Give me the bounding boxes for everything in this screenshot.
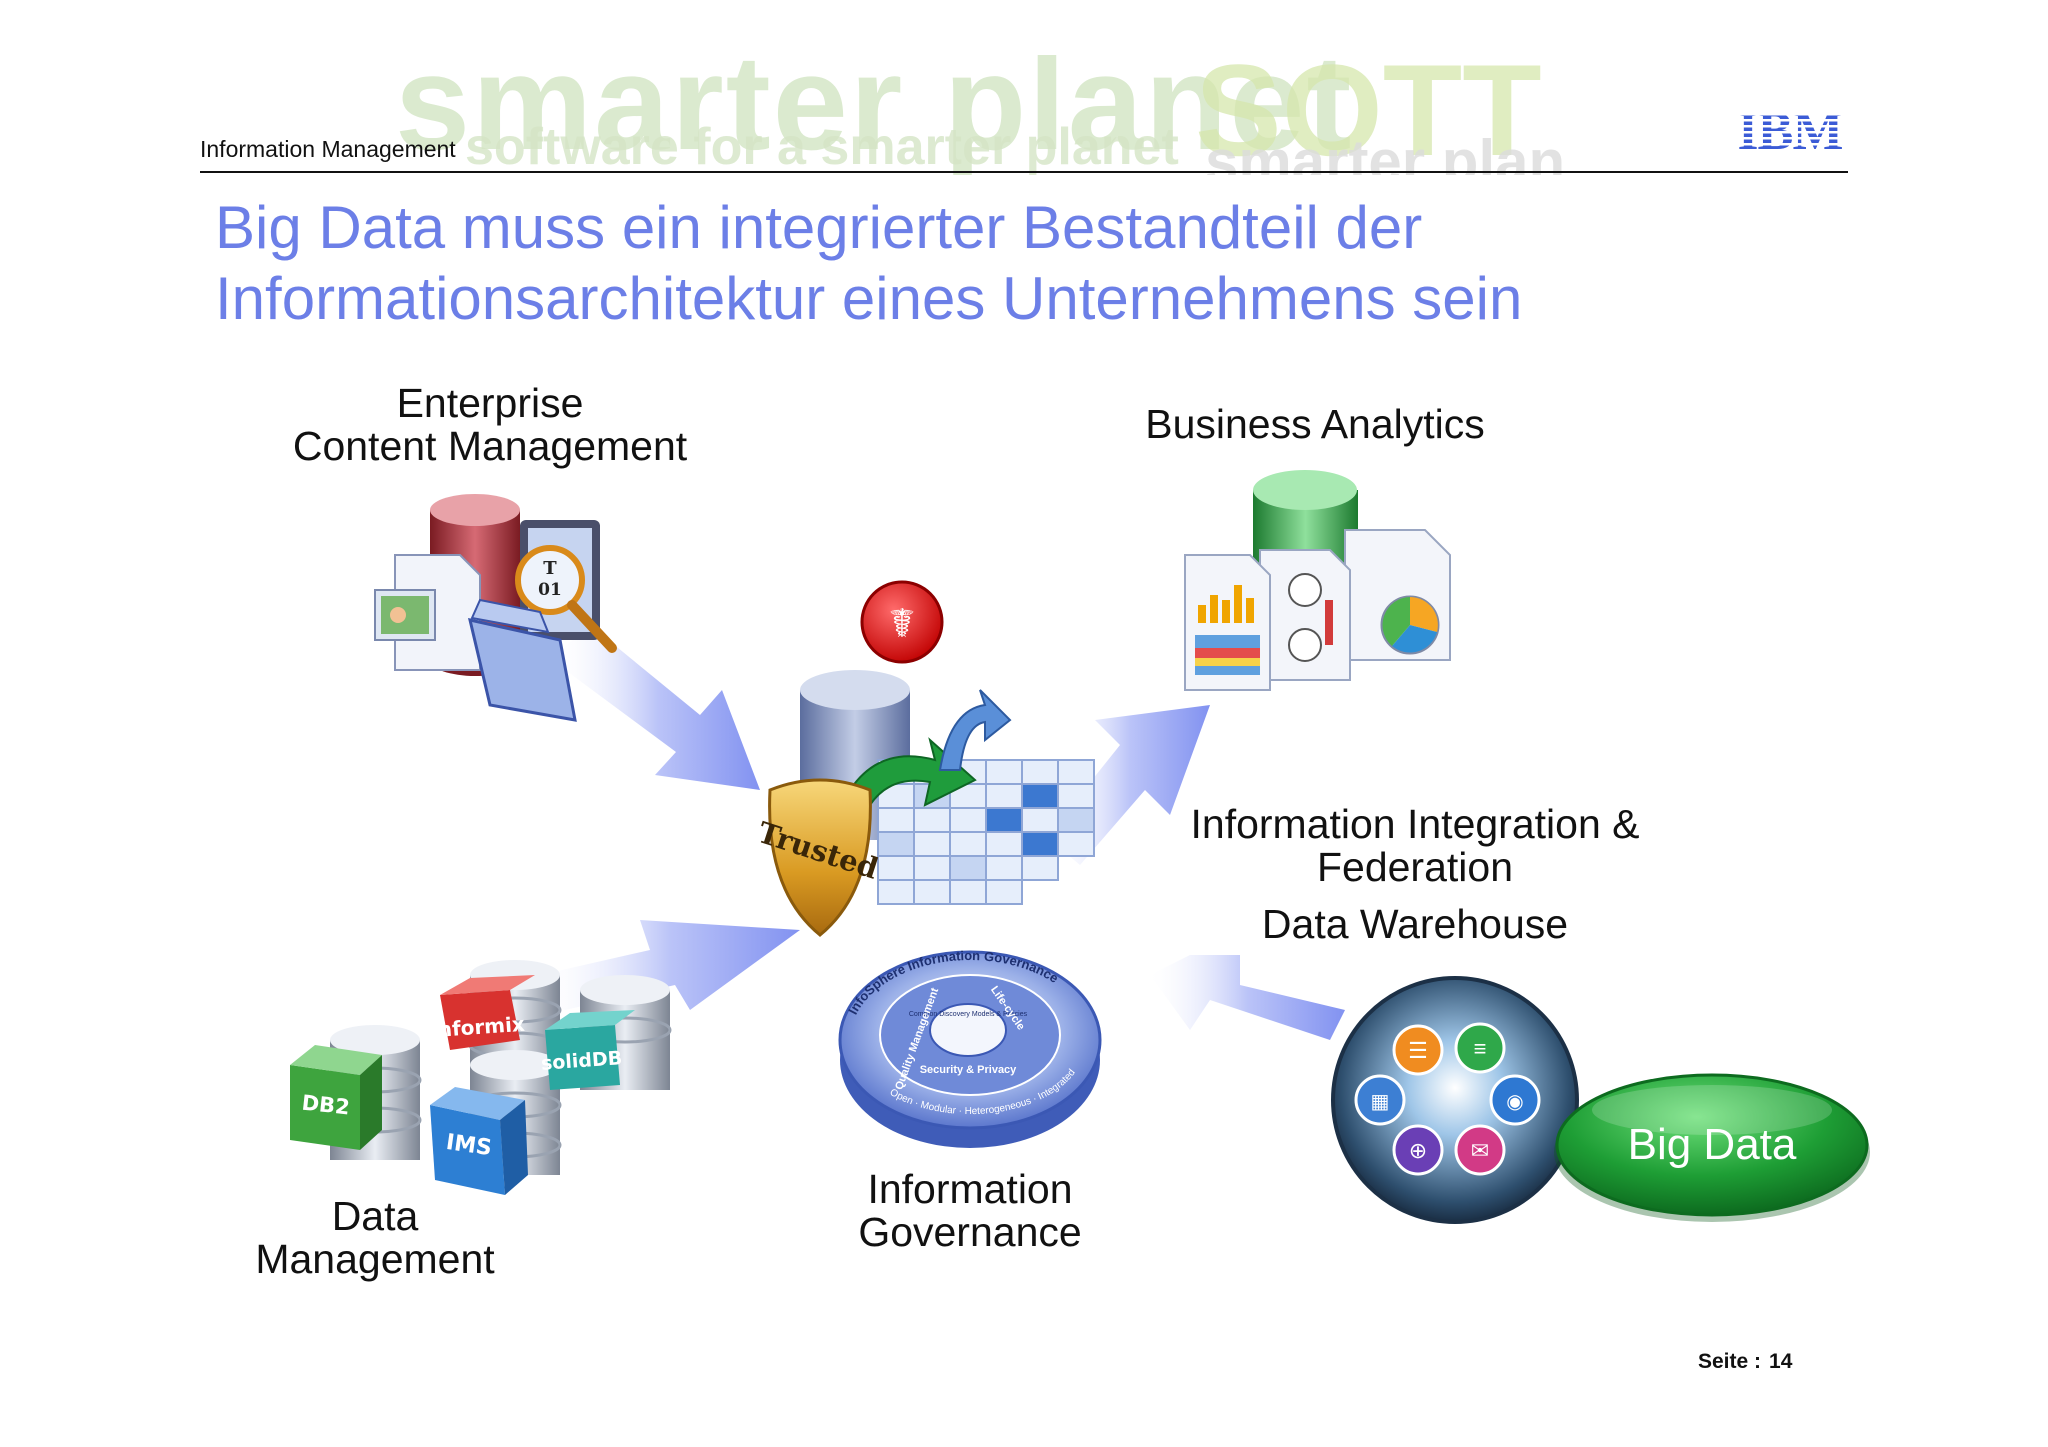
slide-title-line-1: Big Data muss ein integrierter Bestandte…: [215, 194, 1423, 261]
ecm-label-line-2: Content Management: [292, 423, 688, 469]
database-icon: [1454, 1022, 1506, 1074]
data-management-label-line-1: Data: [331, 1193, 419, 1239]
big-data-label: Big Data: [1628, 1120, 1797, 1169]
svg-text:T: T: [543, 558, 557, 579]
db2-cube: DB2: [290, 1045, 382, 1150]
governance-label-line-2: Governance: [858, 1209, 1082, 1255]
slide-title-line-2: Informationsarchitektur eines Unternehme…: [215, 265, 1523, 332]
svg-text:✉: ✉: [1471, 1138, 1489, 1163]
banner-watermark-right: SOTT: [1195, 55, 1542, 175]
camera-icon: [1489, 1074, 1541, 1126]
governance-label-line-1: Information: [867, 1166, 1073, 1212]
svg-text:DB2: DB2: [301, 1091, 351, 1120]
svg-text:01: 01: [538, 580, 562, 600]
ims-cube: IMS: [430, 1087, 528, 1195]
medical-badge-icon: [860, 580, 944, 664]
business-analytics-label: Business Analytics: [1145, 401, 1485, 447]
globe-icon: [1392, 1124, 1444, 1176]
integration-label: Information Integration & Federation: [1150, 803, 1680, 889]
ecm-icon: T 01: [374, 494, 617, 722]
banner-watermark-right-sub: smarter plan: [1205, 128, 1566, 175]
mail-icon: [1454, 1124, 1506, 1176]
header-banner: smarter planet software for a smarter pl…: [145, 55, 1895, 175]
integration-label-line-1: Information Integration &: [1190, 801, 1640, 847]
ecm-label: Enterprise Content Management: [280, 382, 700, 468]
arrow-ecm-to-center: [555, 625, 760, 790]
trusted-shield-icon: [768, 778, 872, 937]
calculator-icon: [1354, 1074, 1406, 1126]
arrow-bigdata-to-center: [1150, 955, 1345, 1040]
ecm-label-line-1: Enterprise: [396, 380, 584, 426]
svg-text:Common Discovery Models & Poli: Common Discovery Models & Policies: [909, 1011, 1028, 1018]
magnifier-icon: [515, 545, 585, 615]
big-data-sphere: ☰ ≡ ▦ ◉ ⊕ ✉: [1331, 976, 1579, 1224]
svg-text:Security & Privacy: Security & Privacy: [920, 1064, 1017, 1076]
svg-text:☰: ☰: [1408, 1038, 1428, 1063]
blue-arrow-icon: [938, 689, 1012, 771]
rss-icon: [1392, 1024, 1444, 1076]
banner-watermark-sub: software for a smarter planet: [465, 118, 1179, 175]
soliddb-cube: solidDB: [540, 1010, 635, 1090]
svg-text:◉: ◉: [1506, 1091, 1523, 1113]
folder-icon: [467, 618, 577, 722]
informix-cube: Informix: [429, 975, 535, 1050]
page-number: Seite : 14: [1698, 1350, 1800, 1374]
header-divider: [200, 171, 1848, 173]
data-management-icon: Informix solidDB DB2 IMS: [290, 960, 672, 1195]
data-management-label-line-2: Management: [255, 1236, 495, 1282]
data-warehouse-label: Data Warehouse: [1261, 901, 1569, 947]
banner-watermark: smarter planet: [395, 55, 1354, 175]
data-management-label: Data Management: [220, 1195, 530, 1281]
svg-text:⊕: ⊕: [1409, 1138, 1427, 1163]
ibm-logo: IBM: [1733, 105, 1848, 157]
data-grid-icon: [877, 759, 1095, 905]
svg-text:▦: ▦: [1371, 1091, 1390, 1113]
svg-text:≡: ≡: [1474, 1036, 1487, 1061]
governance-label: Information Governance: [820, 1168, 1120, 1254]
page-label: Seite :: [1698, 1350, 1762, 1373]
trusted-information-hub: ☤ Trusted: [754, 580, 1095, 937]
page-number-value: 14: [1769, 1350, 1793, 1373]
governance-wheel-icon: Common Discovery Models & Policies Quali…: [838, 948, 1102, 1148]
svg-text:☤: ☤: [889, 601, 916, 647]
big-data-badge: Big Data: [1554, 1073, 1870, 1222]
slide-title: Big Data muss ein integrierter Bestandte…: [215, 192, 1815, 334]
business-analytics-icon: [1184, 470, 1451, 691]
integration-label-line-2: Federation: [1316, 844, 1513, 890]
section-header: Information Management: [200, 136, 456, 162]
